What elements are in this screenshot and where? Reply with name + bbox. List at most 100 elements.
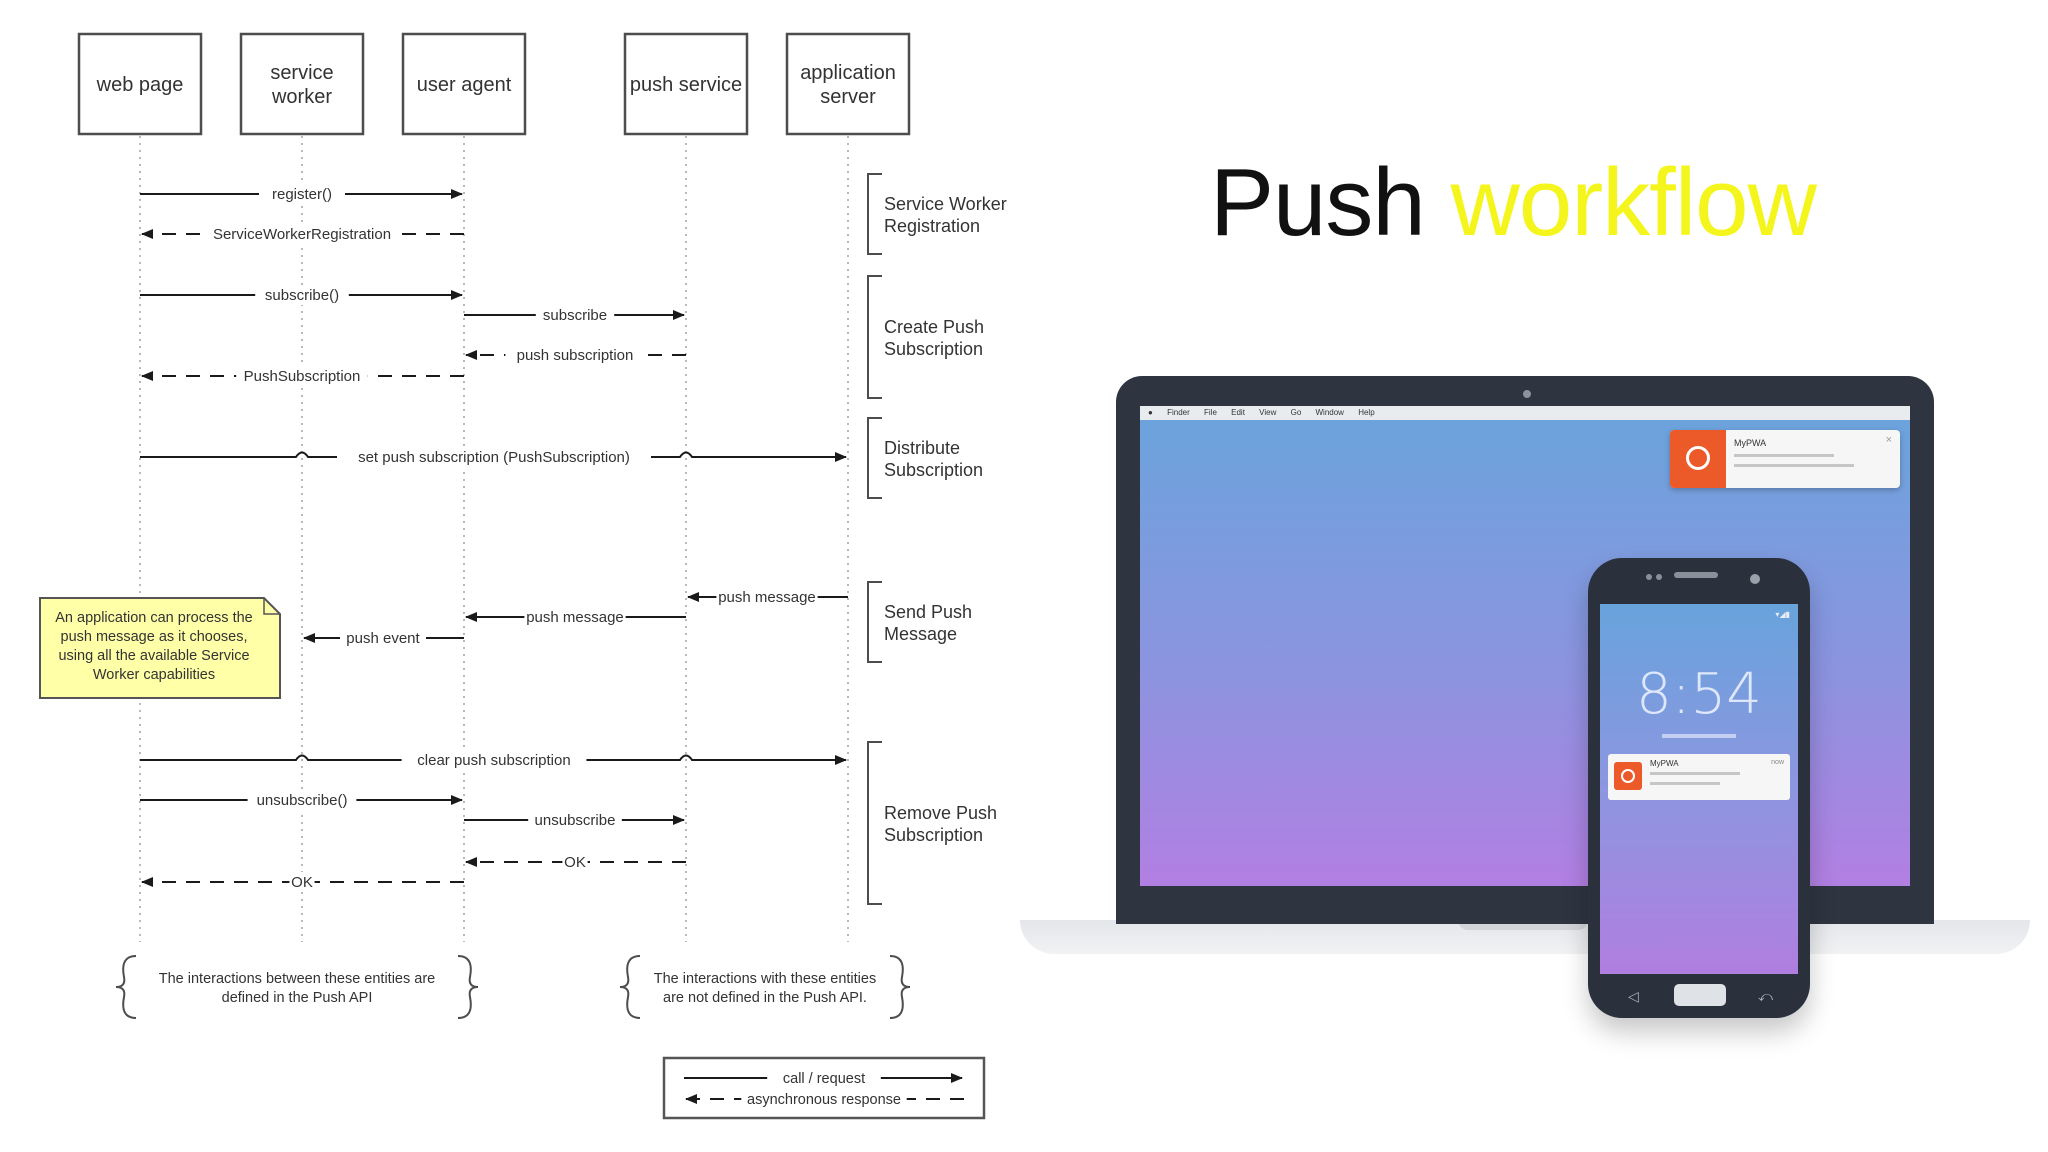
message-call: unsubscribe() (140, 790, 463, 810)
notification-app-name: MyPWA (1650, 759, 1679, 768)
phase-label: Subscription (884, 460, 983, 480)
message-label: push message (718, 589, 816, 606)
menubar-item: File (1204, 408, 1217, 417)
right-brace (457, 955, 479, 1019)
phase-bracket (867, 741, 882, 905)
message-label: unsubscribe (535, 812, 616, 829)
legend: call / request asynchronous response (662, 1056, 986, 1120)
message-call: subscribe() (140, 285, 463, 305)
legend-label: asynchronous response (747, 1092, 901, 1108)
message-label: ServiceWorkerRegistration (213, 226, 391, 243)
note-shape (39, 597, 281, 699)
message-call: push message (687, 587, 848, 607)
message-label: OK (564, 854, 586, 871)
desktop-menubar: ● Finder File Edit View Go Window Help (1140, 406, 1910, 420)
phone-camera (1750, 574, 1760, 584)
scope-note: The interactions between these entities … (115, 955, 479, 1019)
phase-label: Send Push (884, 602, 972, 622)
phase-group: Remove PushSubscription (867, 741, 997, 905)
actor-label: server (820, 86, 876, 108)
message-label: set push subscription (PushSubscription) (358, 449, 630, 466)
scope-note-text: are not defined in the Push API. (663, 990, 867, 1006)
message-response: OK (141, 872, 464, 892)
label-background (340, 628, 426, 648)
label-background (528, 810, 622, 830)
message-call: subscribe (464, 305, 685, 325)
label-background (401, 750, 587, 770)
title-word-push: Push (1210, 149, 1426, 256)
legend-label: call / request (783, 1071, 865, 1087)
apple-icon: ● (1148, 408, 1153, 417)
phase-label: Subscription (884, 339, 983, 359)
message-label: push subscription (517, 347, 634, 364)
actor-label: worker (271, 86, 332, 108)
scope-note: The interactions with these entities are … (619, 955, 911, 1019)
message-label: clear push subscription (417, 752, 570, 769)
actor-box (401, 32, 527, 136)
notification-time: now (1771, 759, 1784, 766)
lockscreen-date-line (1662, 734, 1736, 738)
scope-note-text: defined in the Push API (222, 990, 373, 1006)
title-word-workflow: workflow (1450, 149, 1816, 256)
label-background (337, 447, 651, 467)
left-brace (115, 955, 137, 1019)
slide-title: Push workflow (1210, 148, 1817, 258)
phase-label: Create Push (884, 317, 984, 337)
recent-apps-icon: ⤺ (1758, 988, 1773, 1004)
message-response: PushSubscription (141, 366, 464, 386)
actor-box (785, 32, 911, 136)
label-background (259, 184, 345, 204)
lockscreen-clock: 8:54 (1636, 662, 1762, 727)
actor-label: push service (630, 74, 742, 96)
app-logo-icon (1614, 762, 1642, 790)
message-label: unsubscribe() (257, 792, 348, 809)
note-text: An application can process the (55, 610, 253, 626)
menubar-item: Edit (1231, 408, 1245, 417)
phone-lockscreen: ▾◢▮ 8:54 MyPWA now (1600, 604, 1798, 974)
message-call: push message (465, 607, 686, 627)
phase-label: Distribute (884, 438, 960, 458)
actor-label: service (270, 62, 333, 84)
label-background (562, 852, 588, 872)
message-label: subscribe() (265, 287, 339, 304)
message-label: PushSubscription (244, 368, 361, 385)
message-call: register() (140, 184, 463, 204)
back-icon: ◁ (1628, 988, 1639, 1004)
close-icon: × (1885, 434, 1892, 446)
legend-box (662, 1056, 986, 1120)
menubar-item: Help (1358, 408, 1375, 417)
phase-label: Registration (884, 216, 980, 236)
note-text: Worker capabilities (93, 667, 215, 683)
right-brace (889, 955, 911, 1019)
phase-label: Service Worker (884, 194, 1007, 214)
legend-item-call: call / request (684, 1069, 963, 1087)
note-text: using all the available Service (58, 648, 249, 664)
notification-text-line (1734, 454, 1834, 457)
message-response: ServiceWorkerRegistration (141, 224, 464, 244)
actor-ua: user agent (401, 32, 527, 136)
label-background (255, 285, 349, 305)
message-label: subscribe (543, 307, 607, 324)
scope-note-text: The interactions with these entities (654, 971, 876, 987)
legend-item-async: asynchronous response (685, 1090, 964, 1108)
phone-sensor (1646, 574, 1652, 580)
actor-label: user agent (417, 74, 512, 96)
app-logo-icon (1670, 430, 1726, 488)
label-background (289, 872, 315, 892)
phone-sensor (1656, 574, 1662, 580)
phase-group: Create PushSubscription (867, 275, 984, 399)
notification-text-line (1650, 772, 1740, 775)
scope-note-text: The interactions between these entities … (159, 971, 435, 987)
label-background (247, 790, 357, 810)
laptop-camera (1523, 390, 1531, 398)
actor-web: web page (77, 32, 203, 136)
phase-label: Subscription (884, 825, 983, 845)
home-button (1674, 984, 1726, 1006)
label-background (505, 345, 645, 365)
